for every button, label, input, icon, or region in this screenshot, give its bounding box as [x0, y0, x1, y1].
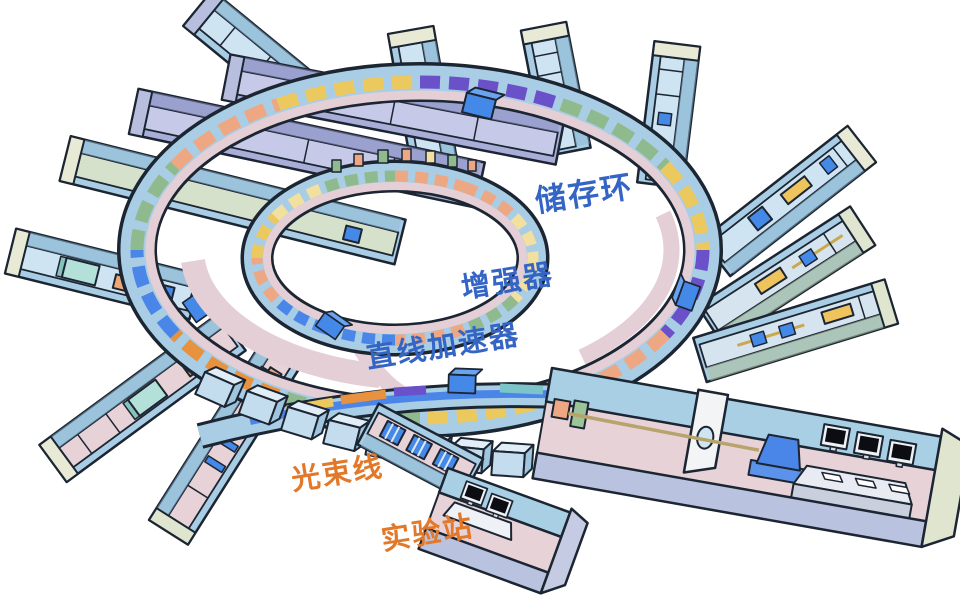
- label-booster: 增强器: [459, 258, 556, 305]
- label-storage-ring: 储存环: [533, 169, 636, 219]
- booster-ring: [240, 148, 550, 357]
- label-beamline: 光束线: [289, 450, 386, 497]
- hall-end-wall: [920, 427, 960, 549]
- teal-device: [122, 378, 169, 421]
- experiment-hutch: [417, 466, 589, 595]
- beamline-tunnel: [696, 205, 877, 346]
- beamline-tunnel: [700, 124, 878, 278]
- beam-pipe: [568, 411, 760, 452]
- striped-magnet: [431, 447, 460, 475]
- experimental-hall: [531, 366, 960, 549]
- beam-port-hole: [696, 425, 715, 450]
- inner-walkway: [181, 258, 382, 388]
- inner-walkway: [578, 210, 680, 365]
- storage-ring: [117, 62, 723, 438]
- hutch-end-wall: [539, 507, 589, 595]
- beamline-tunnel: [692, 278, 900, 384]
- teal-device: [55, 255, 101, 287]
- blue-instrument: [747, 433, 808, 486]
- salmon-device: [550, 397, 572, 421]
- striped-magnet: [378, 419, 407, 447]
- striped-magnet: [405, 433, 433, 461]
